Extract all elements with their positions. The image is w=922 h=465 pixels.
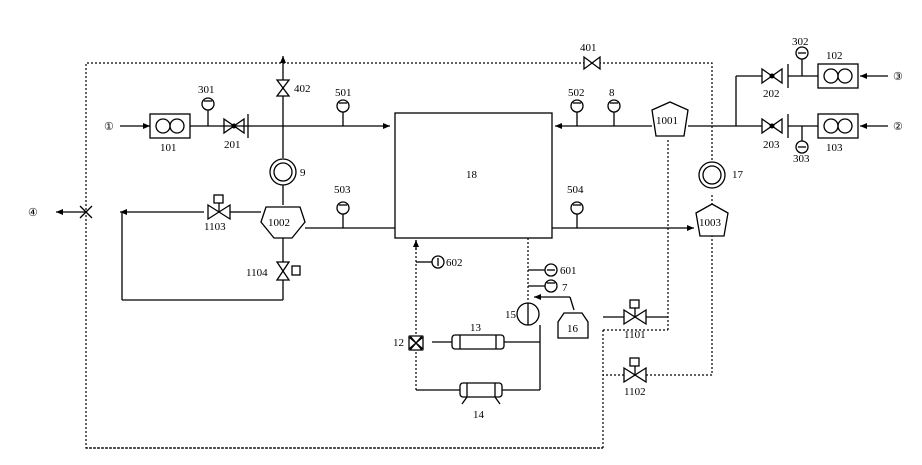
line-16-connect	[570, 297, 574, 310]
label-202: 202	[763, 88, 780, 100]
label-1103: 1103	[204, 221, 226, 233]
heat-exchanger-14	[460, 383, 502, 404]
label-1104: 1104	[246, 267, 268, 279]
valve-1104	[277, 262, 300, 280]
heat-exchanger-13	[452, 335, 504, 349]
label-15: 15	[505, 309, 517, 321]
gauge-504	[571, 202, 583, 228]
label-601: 601	[560, 265, 577, 277]
label-1002: 1002	[268, 217, 290, 229]
label-14: 14	[473, 409, 485, 421]
label-402: 402	[294, 83, 311, 95]
label-502: 502	[568, 87, 585, 99]
label-18: 18	[466, 169, 478, 181]
label-101: 101	[160, 142, 177, 154]
gauge-302	[796, 47, 808, 76]
gauge-602	[416, 256, 444, 268]
label-inlet-right-top: ③	[893, 71, 903, 83]
valve-203	[762, 114, 788, 138]
label-303: 303	[793, 153, 810, 165]
label-1003: 1003	[699, 217, 722, 229]
label-1001: 1001	[656, 115, 678, 127]
label-inlet-right-bottom: ②	[893, 121, 903, 133]
valve-1103	[208, 195, 230, 219]
label-401: 401	[580, 42, 597, 54]
label-602: 602	[446, 257, 463, 269]
label-501: 501	[335, 87, 352, 99]
label-503: 503	[334, 184, 351, 196]
pump-9	[270, 159, 296, 185]
gauge-502	[571, 100, 583, 126]
valve-401	[584, 57, 600, 69]
valve-1102	[624, 358, 646, 382]
label-inlet-left: ①	[104, 121, 114, 133]
compressor-103	[818, 114, 858, 138]
label-9: 9	[300, 167, 306, 179]
label-302: 302	[792, 36, 809, 48]
label-16: 16	[567, 323, 579, 335]
gauge-503	[337, 202, 349, 228]
gauge-8	[608, 100, 620, 126]
label-301: 301	[198, 84, 215, 96]
valve-402	[277, 80, 289, 96]
valve-202	[762, 64, 788, 88]
gauge-7	[545, 280, 557, 292]
label-504: 504	[567, 184, 584, 196]
label-103: 103	[826, 142, 843, 154]
label-17: 17	[732, 169, 744, 181]
valve-12	[409, 336, 423, 350]
label-102: 102	[826, 50, 843, 62]
label-8: 8	[609, 87, 615, 99]
compressor-101	[150, 114, 190, 138]
gauge-303	[796, 126, 808, 153]
label-7: 7	[562, 282, 568, 294]
label-201: 201	[224, 139, 241, 151]
pump-17	[699, 162, 725, 188]
label-12: 12	[393, 337, 404, 349]
gauge-301	[202, 98, 214, 126]
label-1102: 1102	[624, 386, 646, 398]
gauge-601	[528, 264, 557, 276]
compressor-102	[818, 64, 858, 88]
gauge-501	[337, 100, 349, 126]
valve-1101	[624, 300, 646, 324]
label-13: 13	[470, 322, 482, 334]
label-203: 203	[763, 139, 780, 151]
pump-15	[517, 303, 539, 325]
label-outlet: ④	[28, 207, 38, 219]
label-1101: 1101	[624, 329, 646, 341]
